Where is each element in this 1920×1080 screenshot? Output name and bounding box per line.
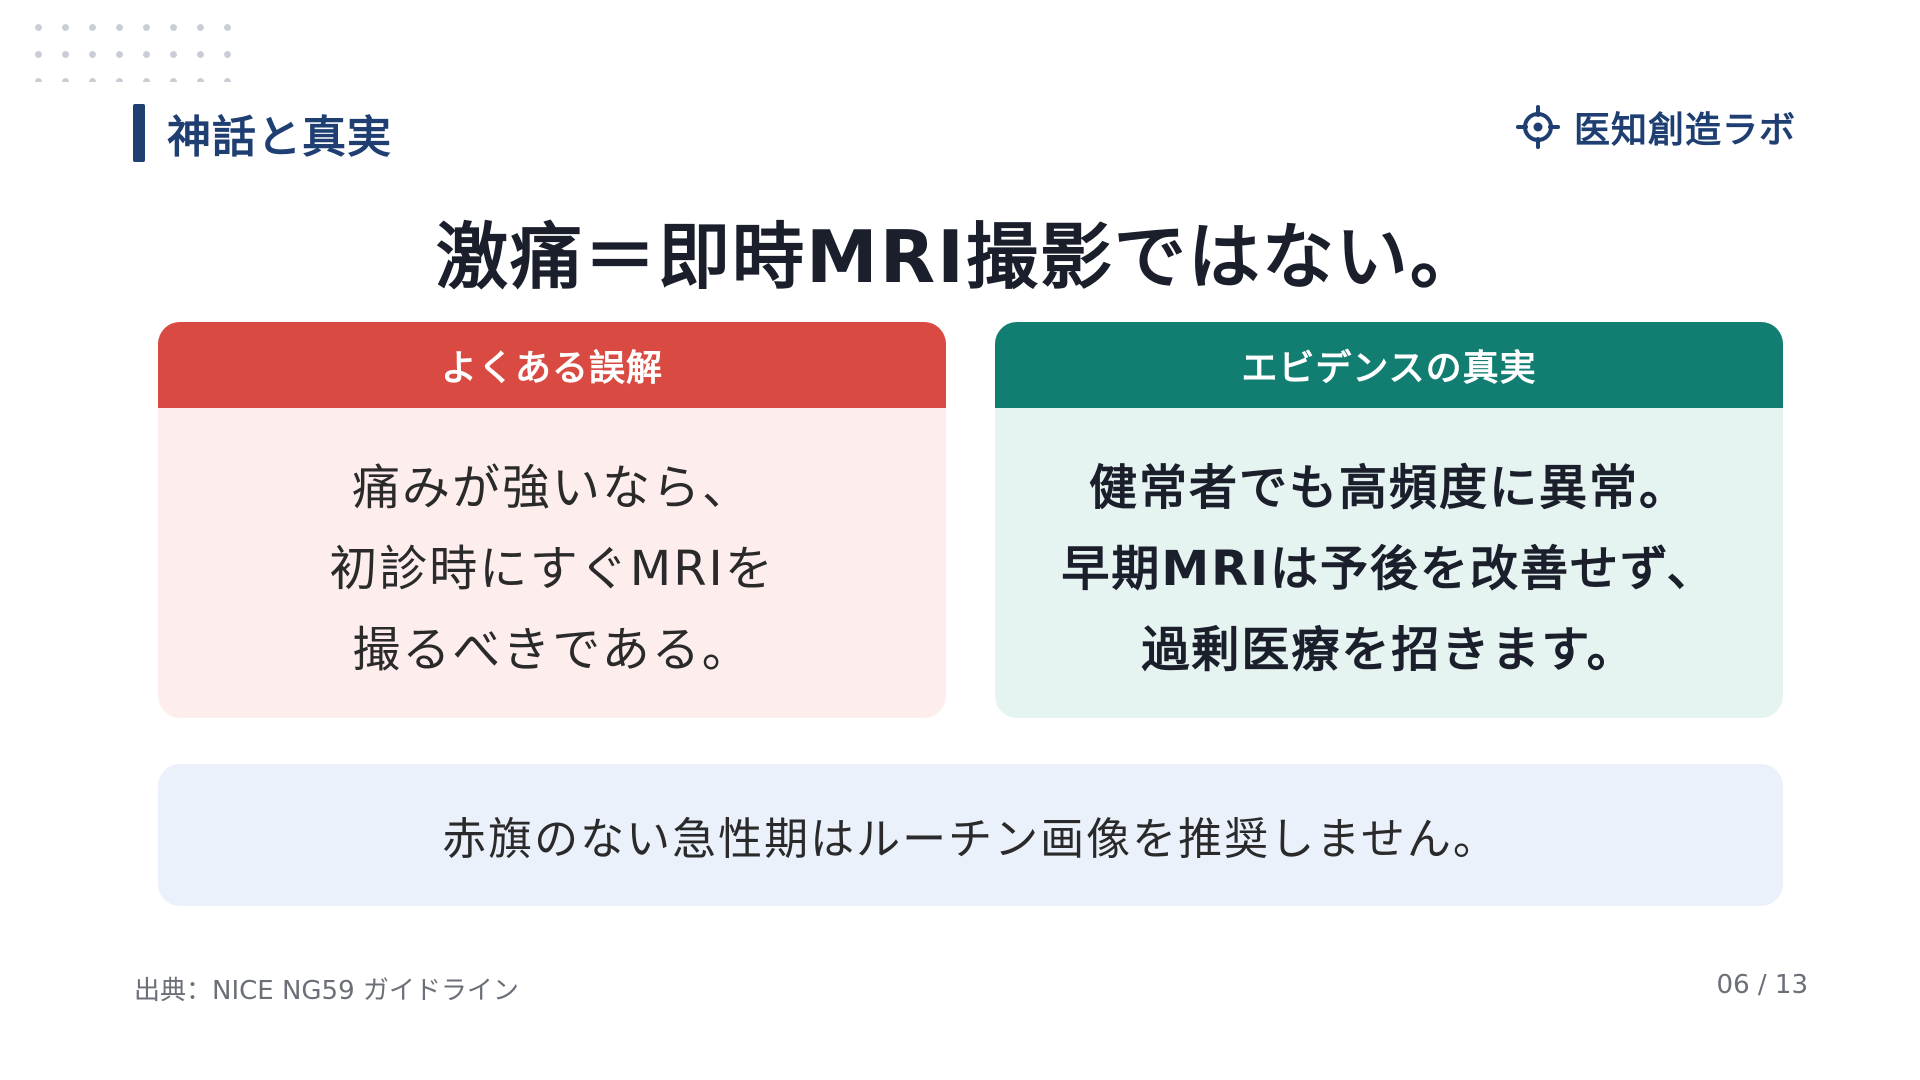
crosshair-icon xyxy=(1515,105,1560,149)
section-tag: 神話と真実 xyxy=(133,103,392,163)
myth-card: よくある誤解 痛みが強いなら、 初診時にすぐMRIを 撮るべきである。 xyxy=(158,322,946,718)
myth-line: 痛みが強いなら、 xyxy=(351,460,752,516)
myth-line: 初診時にすぐMRIを xyxy=(329,541,775,597)
truth-card-body: 健常者でも高頻度に異常。 早期MRIは予後を改善せず、 過剰医療を招きます。 xyxy=(995,408,1783,691)
truth-card: エビデンスの真実 健常者でも高頻度に異常。 早期MRIは予後を改善せず、 過剰医… xyxy=(995,322,1783,718)
myth-line: 撮るべきである。 xyxy=(352,622,752,678)
myth-card-body: 痛みが強いなら、 初診時にすぐMRIを 撮るべきである。 xyxy=(158,408,946,691)
section-title: 神話と真実 xyxy=(167,112,392,163)
brand-logo: 医知創造ラボ xyxy=(1515,104,1796,151)
truth-line: 過剰医療を招きます。 xyxy=(1141,622,1637,678)
truth-line: 早期MRIは予後を改善せず、 xyxy=(1061,541,1717,597)
brand-name: 医知創造ラボ xyxy=(1573,110,1796,151)
summary-banner-text: 赤旗のない急性期はルーチン画像を推奨しません。 xyxy=(442,814,1499,865)
slide-headline: 激痛＝即時MRI撮影ではない。 xyxy=(436,215,1484,299)
section-accent-bar xyxy=(133,104,145,162)
truth-line: 健常者でも高頻度に異常。 xyxy=(1088,460,1689,516)
decorative-dot-grid xyxy=(25,14,250,82)
page-number: 06 / 13 xyxy=(1716,970,1808,1000)
truth-card-header: エビデンスの真実 xyxy=(995,322,1783,408)
myth-card-header: よくある誤解 xyxy=(158,322,946,408)
summary-banner: 赤旗のない急性期はルーチン画像を推奨しません。 xyxy=(158,764,1783,906)
source-citation: 出典：NICE NG59 ガイドライン xyxy=(134,976,519,1006)
